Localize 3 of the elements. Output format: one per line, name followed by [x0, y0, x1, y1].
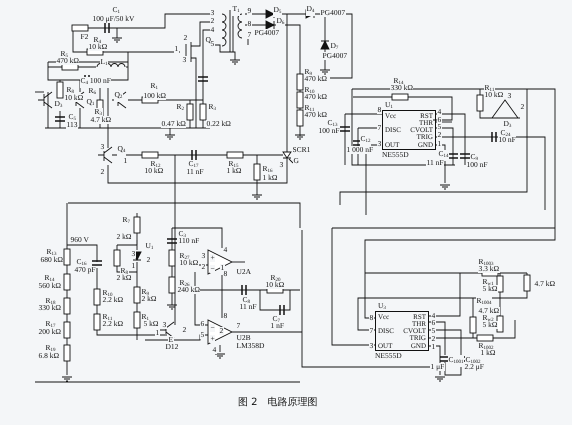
timer-chip-box — [375, 311, 429, 351]
timer-chip-box — [382, 110, 436, 150]
figure-caption: 图 2 电路原理图 — [238, 396, 318, 409]
